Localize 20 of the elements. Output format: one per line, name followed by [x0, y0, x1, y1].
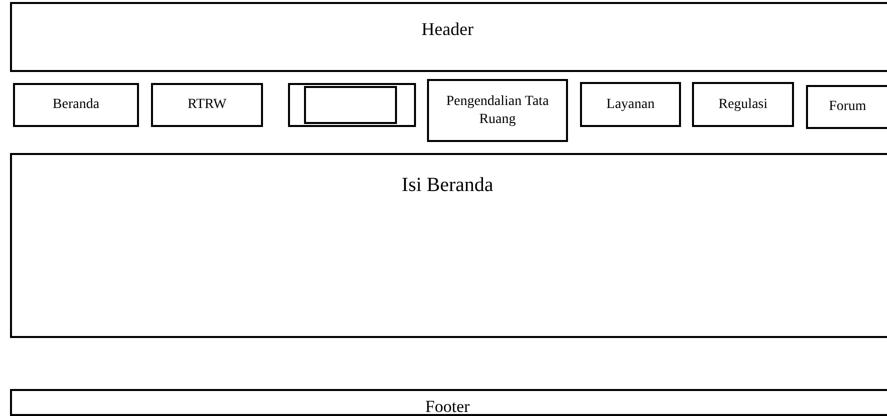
nav-menu-item [13, 83, 139, 127]
nav-menu-item [288, 83, 416, 127]
menu-label: Regulasi [718, 96, 768, 114]
nav-menu-item [427, 79, 568, 142]
menu-label: Layanan [606, 96, 655, 114]
nav-menu-item [151, 83, 263, 127]
page-header [10, 2, 887, 72]
placeholder-box [304, 86, 397, 124]
nav-menu-item [692, 82, 794, 127]
section-title: Footer [425, 396, 470, 416]
menu-label: Forum [828, 98, 866, 116]
section-title: Header [422, 18, 474, 40]
nav-menu-item [580, 82, 681, 127]
content-area [10, 153, 887, 338]
section-title: Isi Beranda [402, 173, 494, 198]
nav-menu-item [806, 85, 887, 129]
page-footer [10, 389, 887, 416]
menu-label: Beranda [52, 96, 100, 114]
menu-label: RTRW [188, 96, 226, 114]
menu-label: Pengendalian Tata Ruang [445, 93, 550, 128]
